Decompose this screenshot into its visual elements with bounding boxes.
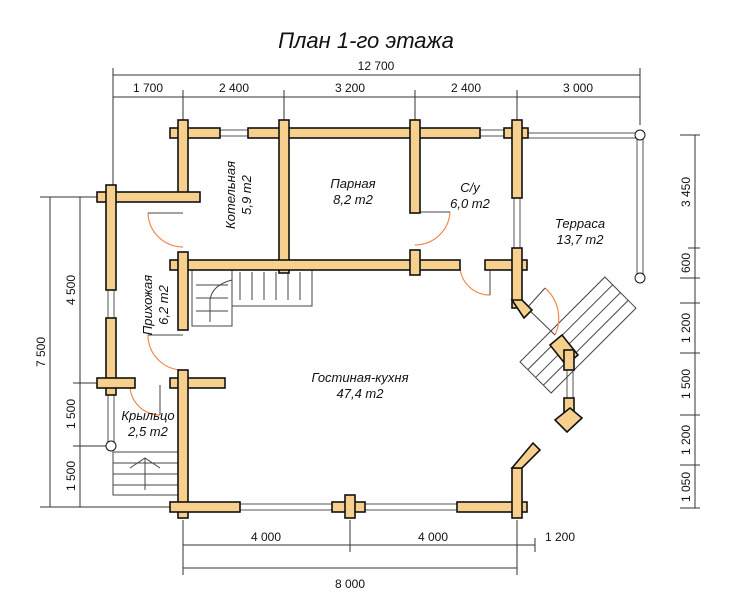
room-name: Парная	[330, 176, 375, 191]
room-area: 2,5 m2	[127, 424, 169, 439]
dim-left: 4 500	[64, 275, 78, 305]
room-name: Гостиная-кухня	[311, 370, 408, 385]
dim-right: 600	[679, 253, 693, 273]
dim-top: 1 700	[133, 81, 163, 95]
interior-stairs	[191, 267, 313, 327]
dimension-lines	[40, 68, 700, 575]
dim-right: 1 200	[679, 313, 693, 343]
dim-top: 2 400	[451, 81, 481, 95]
dim-top: 2 400	[219, 81, 249, 95]
walls	[96, 119, 584, 519]
room-name: Крыльцо	[121, 408, 174, 423]
room-area: 6,2 m2	[156, 284, 171, 325]
terrace-stairs	[519, 276, 637, 394]
room-name: С/у	[460, 180, 481, 195]
dim-left: 1 500	[64, 399, 78, 429]
dim-right: 1 050	[679, 472, 693, 502]
room-area: 5,9 m2	[239, 174, 254, 215]
dim-bottom: 4 000	[251, 530, 281, 544]
dim-right: 1 500	[679, 369, 693, 399]
room-area: 8,2 m2	[333, 192, 374, 207]
dim-left: 1 500	[64, 461, 78, 491]
dim-right: 3 450	[679, 177, 693, 207]
room-name: Котельная	[223, 161, 238, 229]
dim-top: 3 000	[563, 81, 593, 95]
dim-right: 1 200	[679, 425, 693, 455]
room-kotelnaya: Котельная 5,9 m2	[223, 161, 254, 229]
room-name: Терраса	[555, 216, 605, 231]
doors	[129, 211, 560, 416]
dim-top-total: 12 700	[358, 59, 395, 73]
porch-stairs	[112, 451, 181, 496]
dim-bottom-total: 8 000	[335, 577, 365, 591]
room-area: 47,4 m2	[337, 386, 385, 401]
room-name: Прихожая	[140, 275, 155, 335]
porch-post	[105, 440, 117, 452]
terrace-post	[634, 129, 646, 141]
dim-top: 3 200	[335, 81, 365, 95]
room-area: 13,7 m2	[557, 232, 605, 247]
plan-title: План 1-го этажа	[278, 28, 454, 53]
dim-left-total: 7 500	[34, 337, 48, 367]
dim-bottom: 1 200	[545, 530, 575, 544]
room-prihozhaya: Прихожая 6,2 m2	[140, 275, 171, 335]
terrace-post	[634, 272, 646, 284]
room-area: 6,0 m2	[450, 196, 491, 211]
dim-bottom: 4 000	[418, 530, 448, 544]
